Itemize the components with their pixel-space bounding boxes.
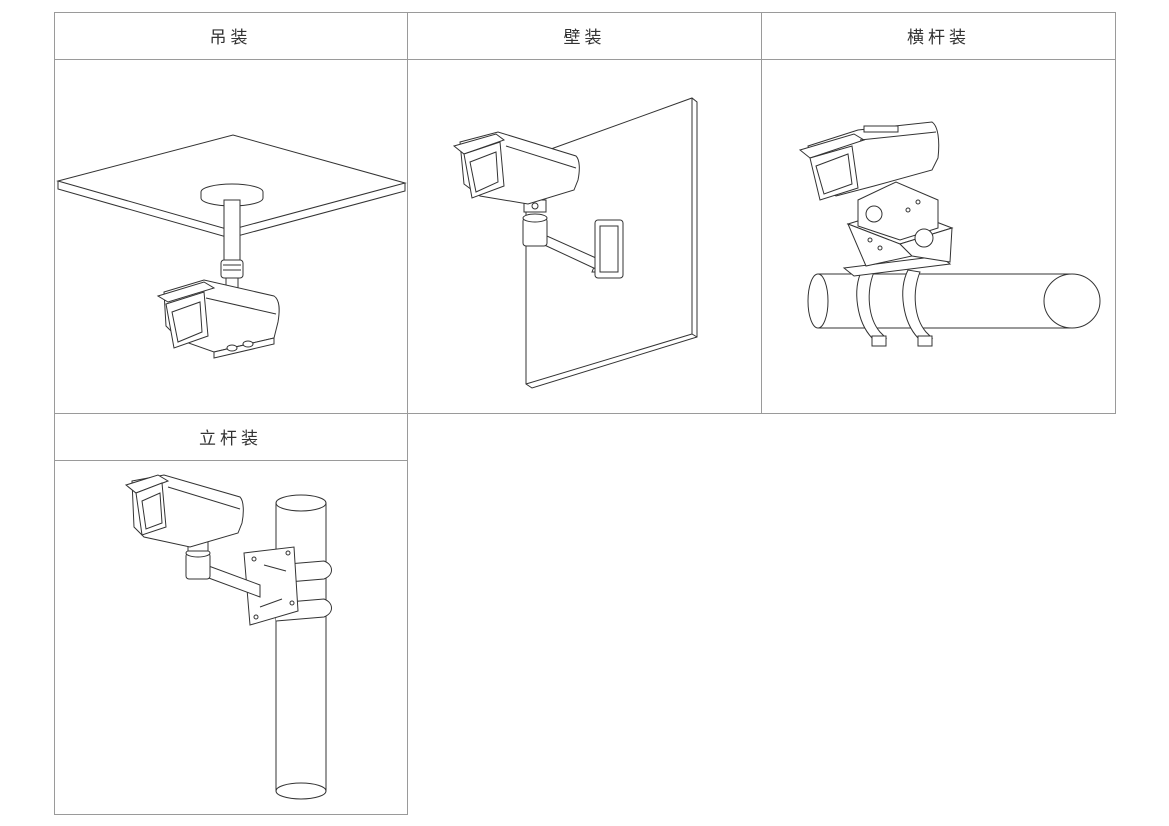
wall-bracket: [523, 200, 623, 278]
camera-body: [126, 475, 243, 547]
wall-mount-illustration: [408, 60, 761, 413]
horizontal-pole: [808, 274, 1100, 328]
header-vertical-pole-mount: 立杆装: [199, 429, 262, 449]
pole-bracket-plate: [244, 547, 298, 625]
camera-body: [800, 122, 939, 200]
ceiling-bracket: [201, 184, 263, 290]
camera-body: [454, 132, 579, 204]
vertical-pole: [276, 495, 326, 799]
camera-body: [158, 280, 279, 358]
ceiling-mount-illustration: [54, 60, 407, 413]
header-wall-mount: 壁装: [563, 28, 606, 48]
vertical-pole-mount-illustration: [54, 461, 407, 814]
pole-bracket: [844, 182, 952, 276]
header-ceiling-mount: 吊装: [209, 28, 252, 48]
header-horizontal-pole-mount: 横杆装: [907, 28, 970, 48]
horizontal-pole-mount-illustration: [762, 60, 1115, 413]
pipe-clamps: [857, 270, 932, 346]
